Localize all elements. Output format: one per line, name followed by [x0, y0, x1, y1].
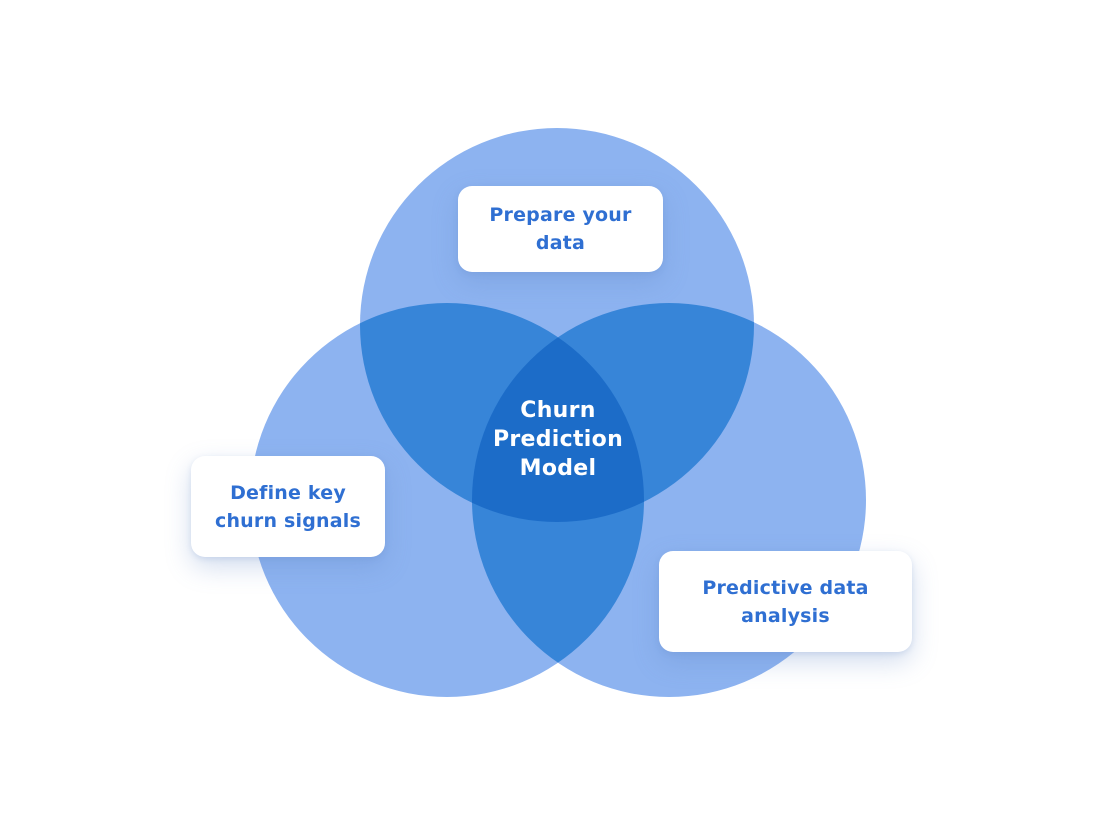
- label-predictive-data-analysis-line1: Predictive data: [702, 576, 869, 599]
- label-prepare-your-data-line1: Prepare your: [489, 204, 632, 226]
- center-label-line2: Prediction: [492, 427, 624, 452]
- center-label-line3: Model: [519, 456, 597, 481]
- label-prepare-your-data-line2: data: [535, 232, 586, 254]
- overlap-triple-center: [472, 303, 644, 522]
- label-define-key-churn-signals-line2: churn signals: [214, 509, 362, 532]
- label-define-key-churn-signals: Define key churn signals: [191, 456, 385, 557]
- label-define-key-churn-signals-line1: Define key: [230, 481, 346, 504]
- center-label-line1: Churn: [520, 398, 596, 423]
- center-label-churn-prediction-model: Churn Prediction Model: [448, 396, 668, 483]
- label-predictive-data-analysis: Predictive data analysis: [659, 551, 912, 652]
- label-prepare-your-data: Prepare your data: [458, 186, 663, 272]
- label-predictive-data-analysis-line2: analysis: [741, 604, 830, 627]
